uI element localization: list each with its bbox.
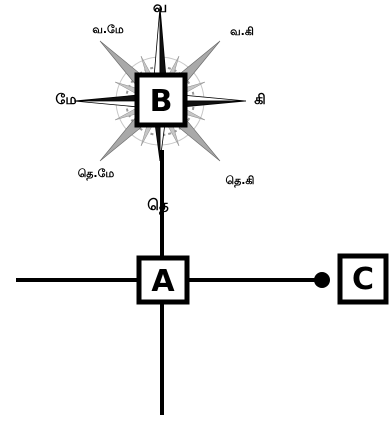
box-b-label: B [150,84,173,119]
box-c-label: C [352,262,374,297]
label-northwest: வ.மே [92,23,124,36]
box-b: B [134,72,188,128]
label-southeast: தெ.கி [226,174,255,188]
connector-dot [314,272,330,288]
box-c: C [337,253,389,305]
label-east: கி [254,92,265,108]
label-southwest: தெ.மே [78,167,115,181]
label-north: வ [153,0,167,16]
box-a-label: A [151,264,175,299]
label-northeast: வ.கி [230,25,254,38]
label-west: மே [55,92,76,108]
box-a: A [136,255,190,305]
label-south: தெ [147,196,169,215]
connection-lines [16,150,322,415]
